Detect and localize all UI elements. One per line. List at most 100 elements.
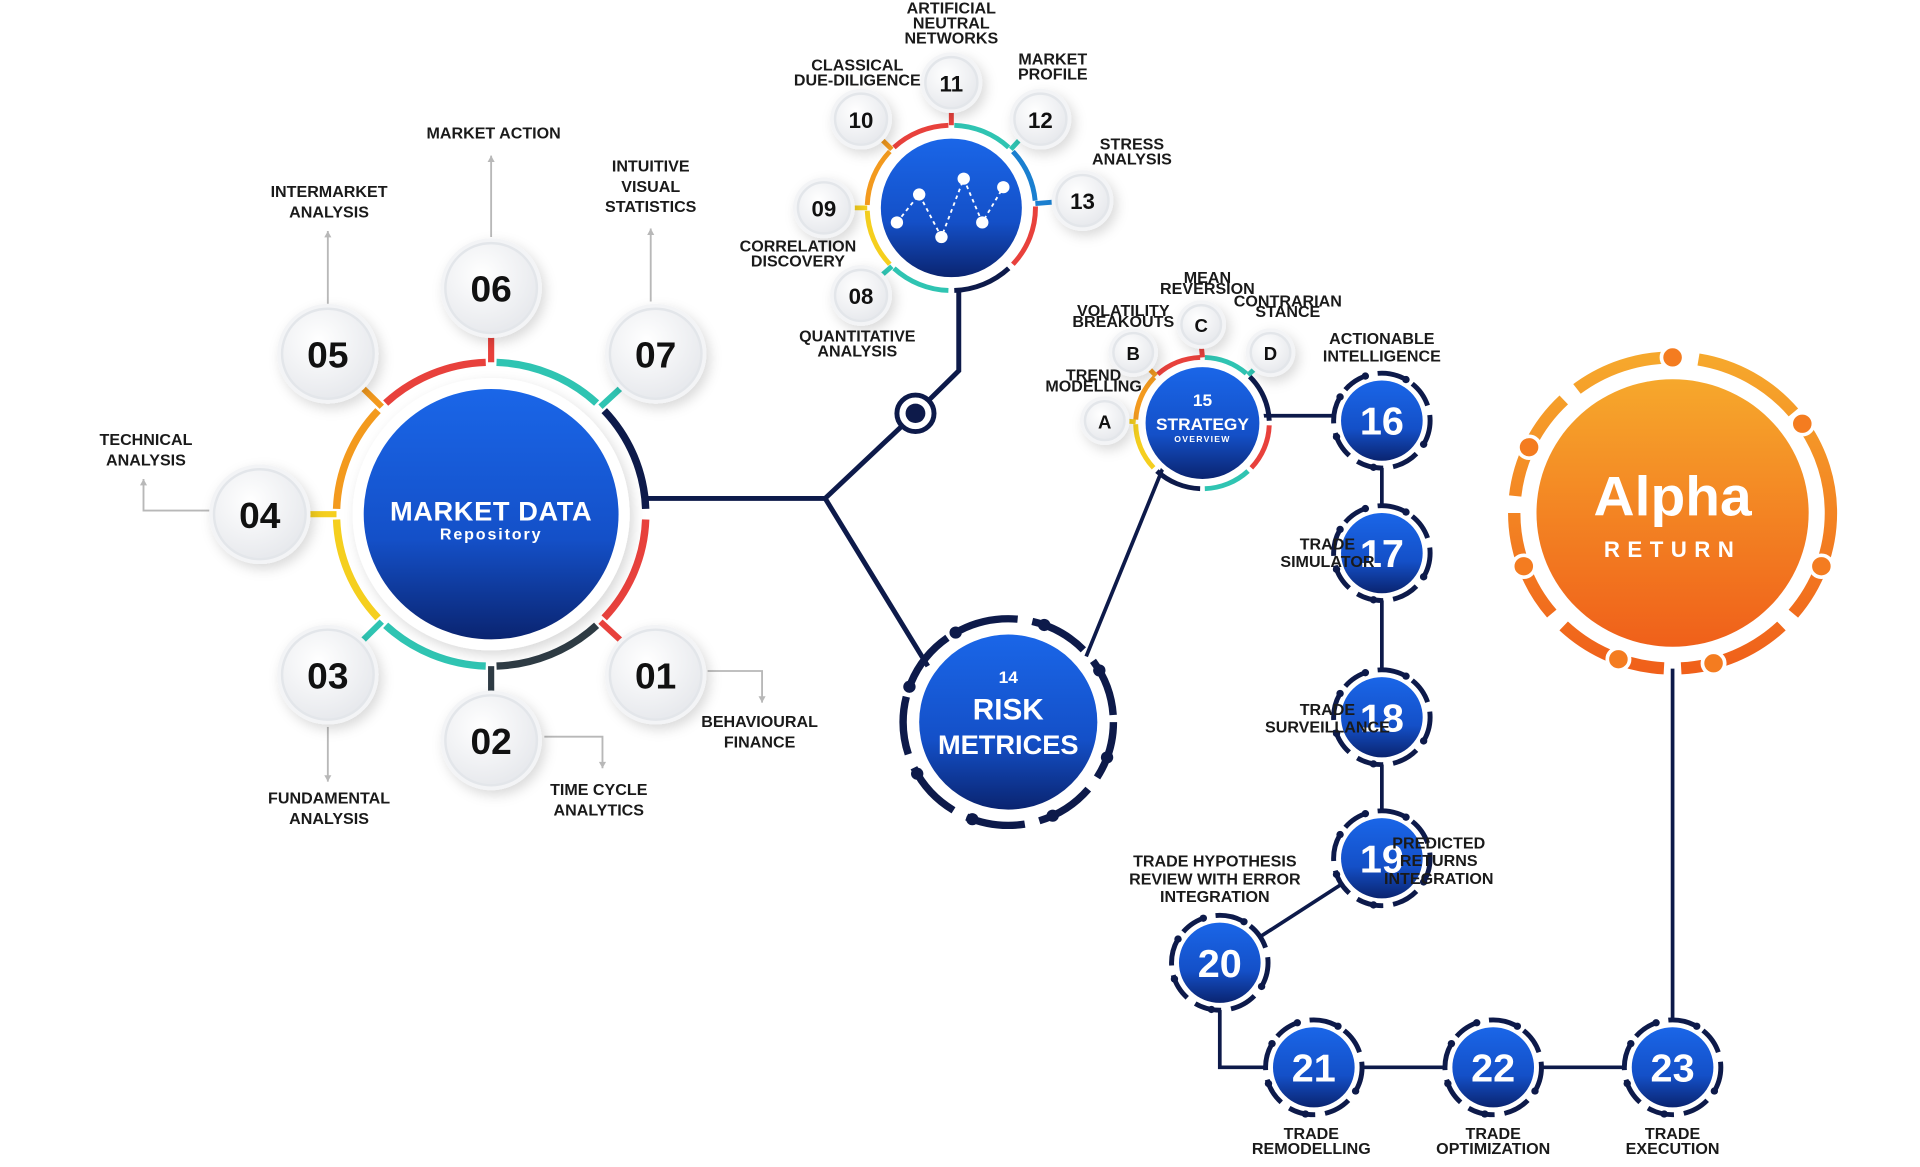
step-number: 18 xyxy=(1360,697,1404,741)
ring-arc xyxy=(1155,469,1201,492)
node-label: MARKET ACTION xyxy=(426,126,560,143)
label-line: INTEGRATION xyxy=(1384,871,1494,888)
analysis-satellite-12-number: 12 xyxy=(1028,108,1053,133)
analysis-satellite-09[interactable] xyxy=(796,181,852,235)
step-node-19[interactable] xyxy=(1341,818,1423,899)
analysis-satellite-08[interactable] xyxy=(833,268,889,323)
market-satellite-04[interactable] xyxy=(212,468,307,561)
ring-dot xyxy=(1170,975,1179,983)
label-line: ANALYSIS xyxy=(106,452,186,469)
ring-dot xyxy=(1336,393,1344,401)
ring-arc xyxy=(892,122,949,150)
junction-node-dot xyxy=(905,403,926,424)
ring-dot xyxy=(1038,618,1051,632)
ring-arc xyxy=(601,519,650,621)
label-line: CLASSICAL xyxy=(811,58,903,75)
analysis-satellite-13[interactable] xyxy=(1055,173,1110,228)
risk-subtitle: METRICES xyxy=(938,730,1079,760)
market-satellite-05-number: 05 xyxy=(307,335,348,376)
step-node-22[interactable] xyxy=(1452,1027,1535,1108)
market-satellite-06[interactable] xyxy=(444,241,539,335)
label-line: ANALYSIS xyxy=(289,811,369,828)
label-line: REVERSION xyxy=(1160,281,1255,298)
analysis-satellite-12[interactable] xyxy=(1013,92,1068,146)
satellite-connector xyxy=(360,619,384,643)
ring-dot xyxy=(1510,553,1537,579)
step-node-23[interactable] xyxy=(1631,1027,1714,1108)
strategy-satellite-A-number: A xyxy=(1098,411,1111,432)
label-line: ANALYSIS xyxy=(1092,152,1172,169)
label-line: MARKET xyxy=(1018,52,1087,69)
strategy-satellite-C-number: C xyxy=(1195,315,1208,336)
ring-dot xyxy=(1301,1110,1310,1118)
strategy-node[interactable] xyxy=(1145,367,1260,479)
market-satellite-02[interactable] xyxy=(444,694,539,787)
label-line: MARKET ACTION xyxy=(426,126,560,143)
market-satellite-07[interactable] xyxy=(608,307,703,400)
ring-dot xyxy=(1700,650,1727,677)
ring-arc xyxy=(383,622,486,670)
label-line: TRADE xyxy=(1645,1126,1700,1143)
arrow-line xyxy=(544,735,604,769)
ring-arc xyxy=(496,622,600,670)
step-node-17[interactable] xyxy=(1341,512,1423,594)
ring-arc xyxy=(332,519,381,621)
label-line: PROFILE xyxy=(1018,67,1088,84)
diagram-nodes: MARKET DATARepository01020304050607BEHAV… xyxy=(100,0,1838,1158)
label-line: TECHNICAL xyxy=(100,432,193,449)
ring-dot xyxy=(1336,830,1344,839)
market-satellite-05[interactable] xyxy=(280,307,375,400)
label-line: REMODELLING xyxy=(1252,1141,1371,1158)
label-line: ANALYSIS xyxy=(289,204,369,221)
step-node-18[interactable] xyxy=(1341,677,1423,758)
ring-dot xyxy=(1472,1019,1481,1027)
step-node-20[interactable] xyxy=(1178,922,1261,1003)
label-line: TRADE xyxy=(1466,1126,1521,1143)
step-node-21[interactable] xyxy=(1272,1027,1355,1108)
step-number: 22 xyxy=(1471,1047,1515,1091)
step-node-16[interactable] xyxy=(1341,380,1423,461)
strategy-satellite-A[interactable] xyxy=(1083,399,1126,442)
label-line: NEUTRAL xyxy=(913,15,990,32)
alpha-return-node[interactable] xyxy=(1536,379,1809,647)
label-line: SURVEILLANCE xyxy=(1265,720,1390,737)
label-line: MODELLING xyxy=(1045,378,1141,395)
risk-node[interactable] xyxy=(919,634,1098,810)
ring-dot xyxy=(966,813,979,826)
ring-dot xyxy=(1334,1022,1342,1030)
ring-dot xyxy=(1046,809,1059,822)
label-line: INTELLIGENCE xyxy=(1323,349,1441,366)
market-data-node[interactable] xyxy=(363,389,619,640)
market-satellite-01[interactable] xyxy=(608,628,703,721)
strategy-satellite-C[interactable] xyxy=(1180,303,1223,346)
ring-dot xyxy=(1332,729,1341,738)
ring-arc xyxy=(1011,149,1038,201)
strategy-satellite-D[interactable] xyxy=(1249,331,1292,374)
market-satellite-03[interactable] xyxy=(280,628,375,721)
chart-point xyxy=(957,172,970,185)
analysis-node[interactable] xyxy=(880,138,1022,278)
strategy-subtitle: OVERVIEW xyxy=(1174,434,1230,444)
arrow-head-icon xyxy=(487,155,495,163)
ring-arc xyxy=(1011,206,1038,266)
ring-arc xyxy=(892,266,949,293)
arrow-head-icon xyxy=(758,696,766,703)
analysis-satellite-11-number: 11 xyxy=(940,71,964,96)
strategy-satellite-B[interactable] xyxy=(1112,331,1155,374)
ring-dot xyxy=(1531,1087,1539,1095)
ring-dot xyxy=(1419,878,1428,886)
ring-dot xyxy=(1264,1079,1273,1088)
analysis-satellite-11[interactable] xyxy=(924,55,979,110)
ring-arc xyxy=(496,358,600,406)
ring-dot xyxy=(1351,1087,1360,1095)
analysis-satellite-10[interactable] xyxy=(833,92,889,146)
satellite-connector xyxy=(360,385,384,409)
ring-dot xyxy=(1516,434,1543,460)
